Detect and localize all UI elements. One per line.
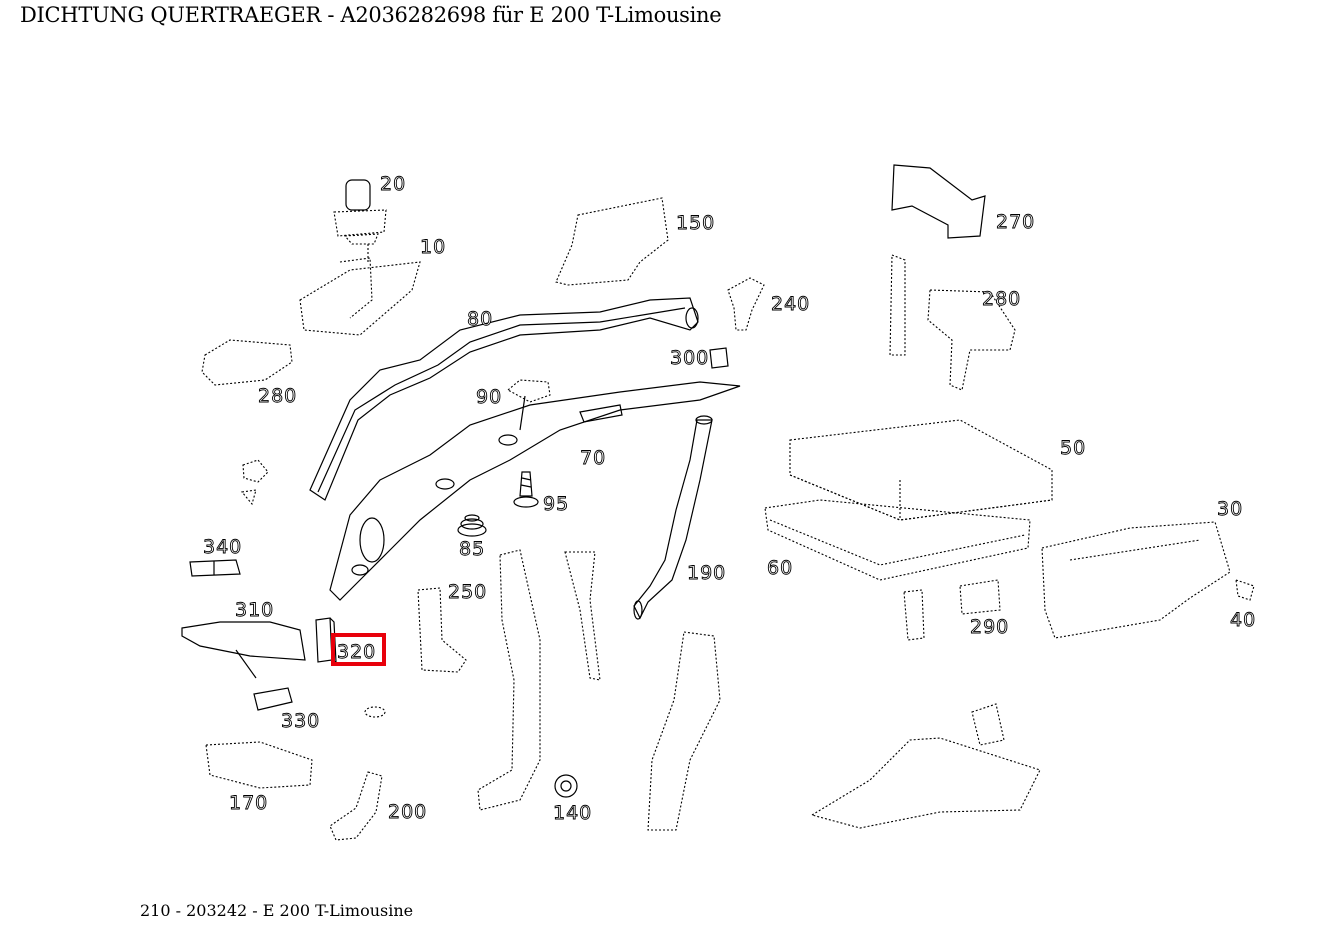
callout-170[interactable]: 170 — [229, 792, 268, 815]
part-150-drawing[interactable] — [555, 197, 669, 286]
callout-320[interactable]: 320 — [337, 641, 376, 664]
callout-80[interactable]: 80 — [467, 308, 493, 331]
callout-20[interactable]: 20 — [380, 173, 406, 196]
part-60-drawing[interactable] — [764, 499, 1031, 581]
callout-90[interactable]: 90 — [476, 386, 502, 409]
part-330-drawing[interactable] — [253, 687, 293, 711]
callout-200[interactable]: 200 — [388, 801, 427, 824]
callout-310[interactable]: 310 — [235, 599, 274, 622]
part-140-drawing[interactable] — [554, 774, 578, 798]
callout-290[interactable]: 290 — [970, 616, 1009, 639]
callout-330[interactable]: 330 — [281, 710, 320, 733]
part-200-drawing[interactable] — [329, 771, 383, 841]
part-95-drawing[interactable] — [513, 471, 539, 508]
page-title: DICHTUNG QUERTRAEGER - A2036282698 für E… — [20, 3, 722, 27]
highlight-box-320 — [331, 633, 386, 666]
callout-95[interactable]: 95 — [543, 493, 569, 516]
part-310-drawing[interactable] — [181, 621, 306, 679]
callout-10[interactable]: 10 — [420, 236, 446, 259]
callout-150[interactable]: 150 — [676, 212, 715, 235]
callout-140[interactable]: 140 — [553, 802, 592, 825]
callout-40[interactable]: 40 — [1230, 609, 1256, 632]
callout-85[interactable]: 85 — [459, 538, 485, 561]
part-clip-drawing[interactable] — [240, 459, 269, 506]
part-70-drawing[interactable] — [329, 381, 741, 601]
callout-190[interactable]: 190 — [687, 562, 726, 585]
part-300-drawing[interactable] — [709, 347, 729, 369]
part-washer-drawing[interactable] — [364, 706, 386, 718]
part-20-drawing[interactable] — [333, 179, 387, 245]
part-90-drawing[interactable] — [507, 379, 551, 431]
part-30-drawing[interactable] — [1041, 521, 1255, 639]
part-hoses-drawing[interactable] — [477, 549, 721, 831]
callout-30[interactable]: 30 — [1217, 498, 1243, 521]
callout-280-right[interactable]: 280 — [982, 288, 1021, 311]
part-280-left-drawing[interactable] — [201, 339, 293, 386]
callout-240[interactable]: 240 — [771, 293, 810, 316]
callout-70[interactable]: 70 — [580, 447, 606, 470]
part-10-drawing[interactable] — [299, 244, 421, 336]
part-170-drawing[interactable] — [205, 741, 313, 789]
callout-340[interactable]: 340 — [203, 536, 242, 559]
part-270-drawing[interactable] — [891, 164, 986, 239]
callout-280-left[interactable]: 280 — [258, 385, 297, 408]
part-85-drawing[interactable] — [457, 514, 487, 537]
part-190-drawing[interactable] — [633, 415, 713, 620]
part-240-drawing[interactable] — [727, 277, 765, 331]
part-290-drawing[interactable] — [903, 579, 1001, 641]
part-250-drawing[interactable] — [417, 587, 467, 673]
part-80-drawing[interactable] — [309, 297, 699, 501]
callout-50[interactable]: 50 — [1060, 437, 1086, 460]
footer-model-info: 210 - 203242 - E 200 T-Limousine — [140, 901, 414, 920]
callout-250[interactable]: 250 — [448, 581, 487, 604]
callout-270[interactable]: 270 — [996, 211, 1035, 234]
part-50-drawing[interactable] — [789, 419, 1053, 521]
callout-60[interactable]: 60 — [767, 557, 793, 580]
part-280-right-drawing[interactable] — [889, 254, 1016, 391]
part-lower-right-drawing[interactable] — [810, 703, 1041, 829]
part-340-drawing[interactable] — [189, 559, 241, 577]
callout-300[interactable]: 300 — [670, 347, 709, 370]
